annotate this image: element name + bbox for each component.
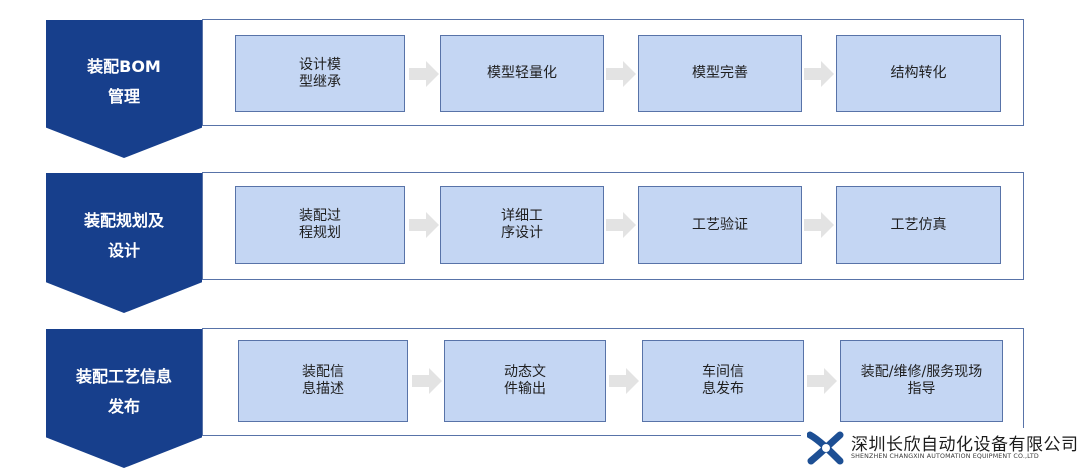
step-box: 动态文 件输出: [444, 340, 606, 422]
step-box: 车间信 息发布: [642, 340, 804, 422]
step-box: 装配过 程规划: [235, 186, 405, 264]
arrow-right-icon: [412, 368, 442, 394]
x-logo-icon: [807, 431, 844, 465]
arrow-right-icon: [804, 61, 834, 87]
step-box: 工艺仿真: [836, 186, 1001, 264]
arrow-right-icon: [409, 61, 439, 87]
company-logo: 深圳长欣自动化设备有限公司 SHENZHEN CHANGXIN AUTOMATI…: [801, 428, 1080, 468]
arrow-right-icon: [606, 212, 636, 238]
step-box: 设计模 型继承: [235, 35, 405, 112]
step-box: 详细工 序设计: [440, 186, 604, 264]
step-box: 装配/维修/服务现场 指导: [840, 340, 1003, 422]
step-box: 装配信 息描述: [238, 340, 408, 422]
arrow-right-icon: [807, 368, 837, 394]
stage-chevron-bom: 装配BOM 管理: [46, 20, 202, 158]
company-name-en: SHENZHEN CHANGXIN AUTOMATION EQUIPMENT C…: [851, 453, 1039, 460]
arrow-right-icon: [606, 61, 636, 87]
arrow-right-icon: [609, 368, 639, 394]
company-name: 深圳长欣自动化设备有限公司: [851, 435, 1079, 455]
step-box: 模型轻量化: [440, 35, 604, 112]
stage-chevron-release: 装配工艺信息 发布: [46, 329, 202, 468]
arrow-right-icon: [409, 212, 439, 238]
stage-label: 装配规划及 设计: [83, 211, 164, 260]
step-box: 模型完善: [638, 35, 802, 112]
step-box: 工艺验证: [638, 186, 802, 264]
step-box: 结构转化: [836, 35, 1001, 112]
arrow-right-icon: [804, 212, 834, 238]
stage-label: 装配工艺信息 发布: [75, 366, 172, 416]
stage-chevron-planning: 装配规划及 设计: [46, 173, 202, 313]
stage-label: 装配BOM 管理: [87, 57, 161, 106]
